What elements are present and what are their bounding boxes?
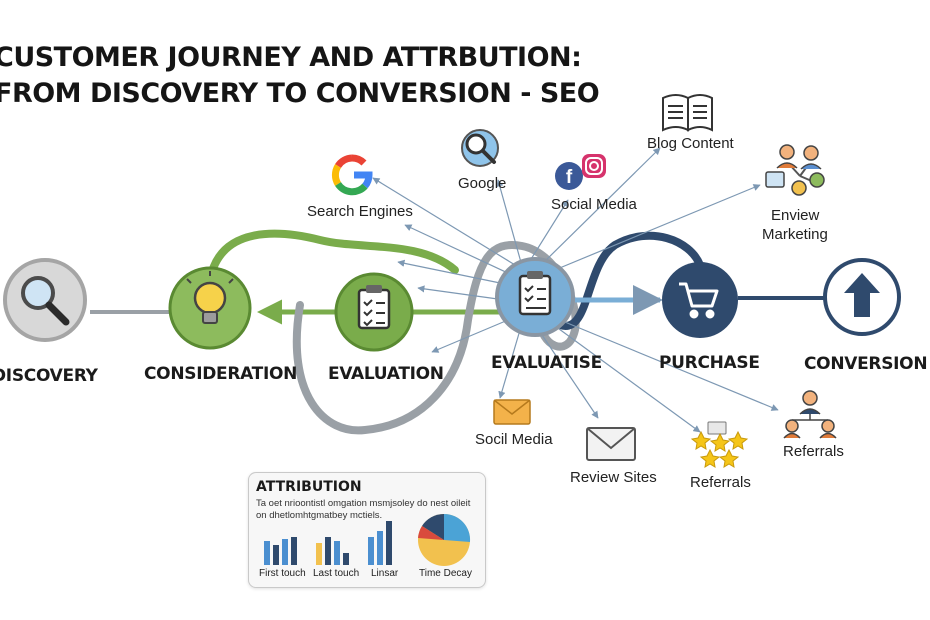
consideration-node (168, 266, 252, 350)
title-line-2: FROM DISCOVERY TO CONVERSION - SEO (0, 78, 600, 109)
envelope-icon (586, 427, 636, 461)
discovery-node (3, 258, 87, 342)
stage-label-evaluation: EVALUATION (328, 364, 444, 384)
svg-text:f: f (566, 167, 573, 188)
model-label-time-decay: Time Decay (419, 568, 472, 579)
conversion-node (823, 258, 901, 336)
label-google: Google (458, 175, 507, 192)
grey-loop (292, 241, 580, 435)
attribution-title: ATTRIBUTION (256, 479, 362, 495)
time-decay-pie (418, 513, 471, 566)
attribution-models-graphic (264, 513, 471, 566)
title-line-1: CUSTOMER JOURNEY AND ATTRBUTION: (0, 42, 582, 73)
clipboard-checklist-icon (357, 285, 391, 330)
model-label-first-touch: First touch (259, 568, 306, 579)
first-touch-bars (264, 537, 297, 565)
label-blog-content: Blog Content (647, 135, 734, 152)
label-social-media: Social Media (551, 196, 637, 213)
stage-label-consideration: CONSIDERATION (144, 364, 298, 384)
open-book-icon (662, 94, 713, 132)
people-tree-icon (783, 390, 837, 439)
stars-icon (690, 421, 749, 468)
clipboard-checklist-icon (518, 271, 552, 316)
model-label-last-touch: Last touch (313, 568, 360, 579)
label-referrals-stars: Referrals (690, 474, 751, 491)
stage-label-conversion: CONVERSION (804, 354, 928, 374)
label-referrals-people: Referrals (783, 443, 844, 460)
evaluatise-node (495, 257, 575, 337)
linear-bars (368, 521, 392, 565)
label-search-engines: Search Engines (307, 203, 413, 220)
stage-label-purchase: PURCHASE (659, 353, 760, 373)
label-marketing: Marketing (762, 226, 828, 243)
label-enview: Enview (771, 207, 820, 224)
google-logo-icon (331, 154, 373, 196)
lightbulb-icon (186, 271, 234, 324)
purchase-node (662, 262, 738, 338)
search-magnifier-icon (461, 129, 499, 167)
magnifier-icon (21, 276, 70, 326)
stage-label-evaluatise: EVALUATISE (491, 353, 602, 373)
radiating-arrows (372, 147, 779, 433)
stage-label-discovery: DISCOVERY (0, 366, 98, 386)
page-title: CUSTOMER JOURNEY AND ATTRBUTION: FROM DI… (0, 40, 600, 112)
model-label-linear: Linsar (371, 568, 399, 579)
attribution-panel: ATTRIBUTION Ta oet nrioontistl omgation … (248, 472, 486, 588)
evaluation-node (334, 272, 414, 352)
facebook-instagram-icon: f (555, 154, 606, 190)
shopping-cart-icon (679, 282, 719, 319)
arrow-up-icon (844, 273, 880, 317)
people-network-icon (765, 144, 825, 196)
label-review-sites: Review Sites (570, 469, 657, 486)
label-socil-media: Socil Media (475, 431, 553, 448)
last-touch-bars (316, 537, 349, 565)
green-loop (206, 229, 459, 284)
attribution-description: Ta oet nrioontistl omgation msmjsoley do… (256, 498, 471, 521)
envelope-icon (493, 399, 531, 425)
